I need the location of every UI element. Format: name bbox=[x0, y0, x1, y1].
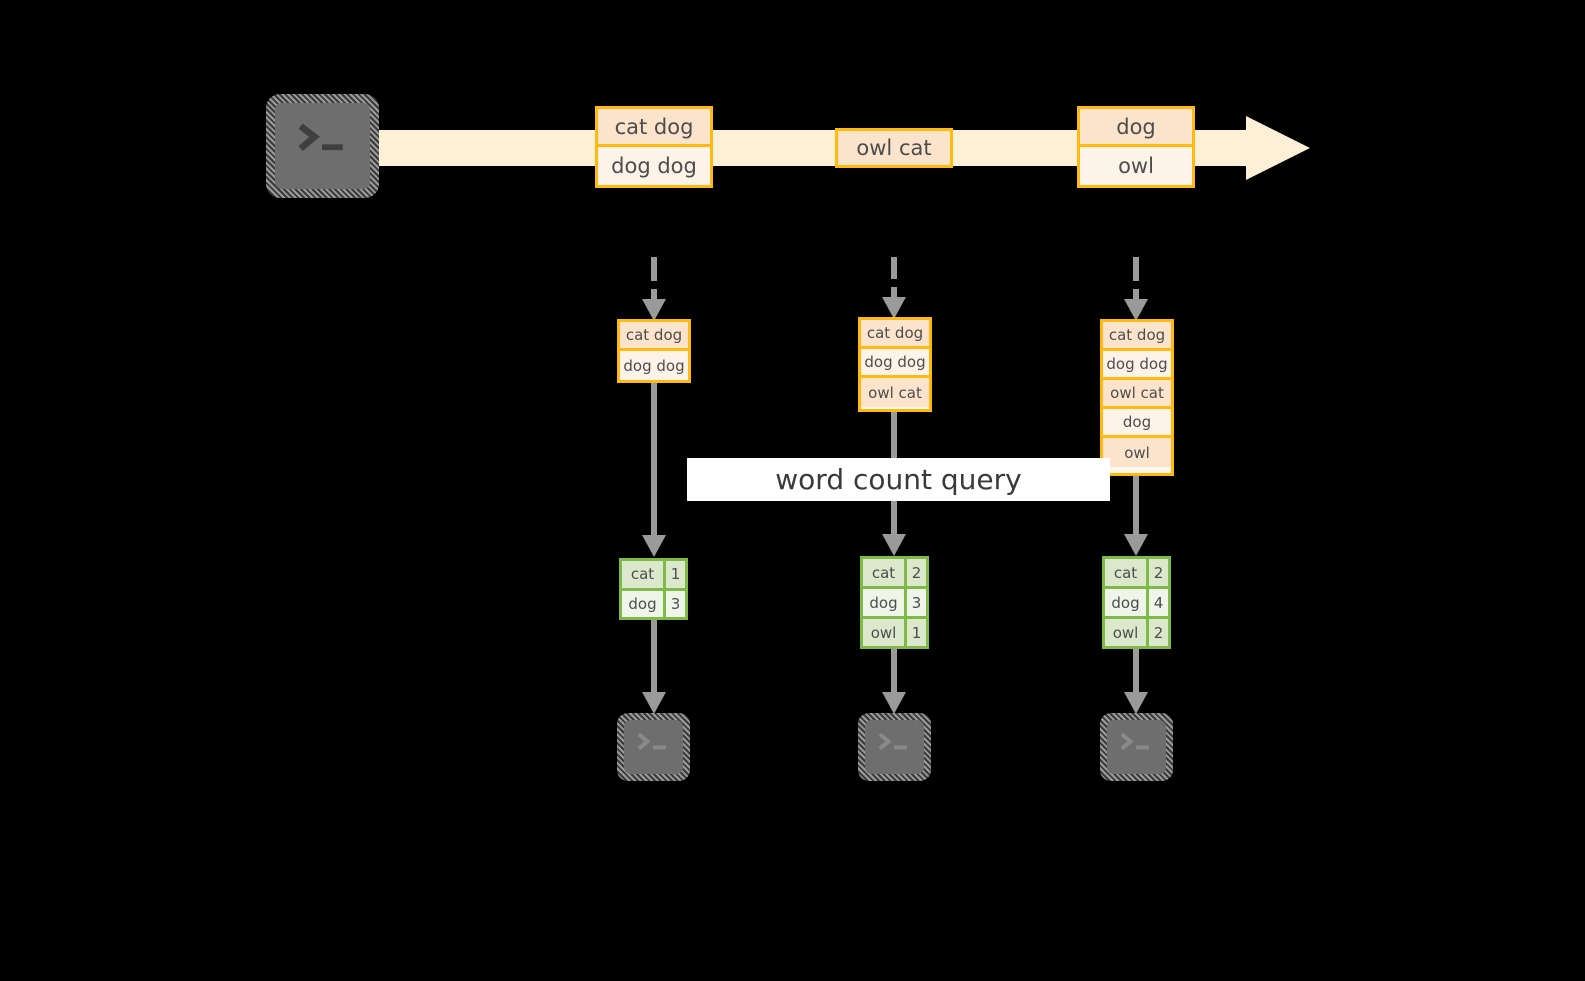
table-row: cat 2 bbox=[1105, 559, 1168, 589]
result-word: cat bbox=[1105, 559, 1149, 586]
table-row: cat 2 bbox=[863, 559, 926, 589]
snapshot-3-input-line: owl cat bbox=[1103, 380, 1171, 409]
snapshot-2-sink-arrow bbox=[882, 649, 906, 714]
result-count: 3 bbox=[911, 593, 922, 612]
source-terminal-icon bbox=[266, 94, 379, 198]
result-word: owl bbox=[1105, 619, 1149, 646]
stream-batch-2-line: owl cat bbox=[838, 131, 950, 165]
result-count: 4 bbox=[1153, 593, 1164, 612]
result-word: dog bbox=[863, 589, 907, 616]
stream-batch-3-line: dog bbox=[1080, 109, 1192, 147]
result-word: cat bbox=[863, 559, 907, 586]
stream-batch-2: owl cat bbox=[835, 128, 953, 168]
snapshot-2-input-line: owl cat bbox=[861, 378, 929, 407]
terminal-prompt-glyph bbox=[878, 732, 907, 751]
snapshot-2-feed-arrow bbox=[882, 257, 906, 319]
stream-batch-3: dog owl bbox=[1077, 106, 1195, 188]
snapshot-1-query-arrow bbox=[642, 383, 666, 557]
stream-batch-3-line: owl bbox=[1080, 147, 1192, 185]
snapshot-1-input-stack: cat dog dog dog bbox=[617, 319, 691, 383]
result-word: dog bbox=[1105, 589, 1149, 616]
table-row: dog 4 bbox=[1105, 589, 1168, 619]
stream-batch-1: cat dog dog dog bbox=[595, 106, 713, 188]
table-row: owl 1 bbox=[863, 619, 926, 646]
result-word: owl bbox=[863, 619, 907, 646]
snapshot-1-result-table: cat 1 dog 3 bbox=[619, 558, 688, 620]
snapshot-1-input-line: cat dog bbox=[620, 322, 688, 351]
table-row: owl 2 bbox=[1105, 619, 1168, 646]
result-count: 3 bbox=[670, 594, 681, 613]
snapshot-2-input-line: dog dog bbox=[861, 349, 929, 378]
snapshot-3-input-line: dog dog bbox=[1103, 351, 1171, 380]
snapshot-1-sink-terminal-icon bbox=[617, 713, 690, 781]
stream-batch-1-line: dog dog bbox=[598, 147, 710, 185]
result-count: 1 bbox=[911, 623, 922, 642]
terminal-prompt-glyph bbox=[1120, 732, 1149, 751]
snapshot-3-sink-terminal-icon bbox=[1100, 713, 1173, 781]
stream-batch-1-line: cat dog bbox=[598, 109, 710, 147]
result-count: 2 bbox=[1153, 623, 1164, 642]
snapshot-3-query-arrow bbox=[1124, 476, 1148, 556]
snapshot-3-input-stack: cat dog dog dog owl cat dog owl bbox=[1100, 319, 1174, 476]
snapshot-2-result-table: cat 2 dog 3 owl 1 bbox=[860, 556, 929, 649]
result-count: 2 bbox=[911, 563, 922, 582]
snapshot-3-feed-arrow bbox=[1124, 257, 1148, 321]
table-row: dog 3 bbox=[622, 590, 685, 617]
snapshot-2-input-stack: cat dog dog dog owl cat bbox=[858, 317, 932, 412]
table-row: cat 1 bbox=[622, 561, 685, 591]
snapshot-3-input-line: dog bbox=[1103, 409, 1171, 438]
table-row: dog 3 bbox=[863, 589, 926, 619]
terminal-prompt-glyph bbox=[637, 732, 666, 751]
snapshot-2-input-line: cat dog bbox=[861, 320, 929, 349]
result-count: 2 bbox=[1153, 563, 1164, 582]
result-count: 1 bbox=[670, 565, 681, 584]
snapshot-1-feed-arrow bbox=[642, 257, 666, 321]
result-word: cat bbox=[622, 561, 666, 588]
snapshot-1-input-line: dog dog bbox=[620, 351, 688, 380]
result-word: dog bbox=[622, 590, 666, 617]
terminal-prompt-glyph bbox=[298, 123, 343, 152]
snapshot-1-sink-arrow bbox=[642, 620, 666, 714]
snapshot-3-input-line: cat dog bbox=[1103, 322, 1171, 351]
snapshot-3-result-table: cat 2 dog 4 owl 2 bbox=[1102, 556, 1171, 649]
snapshot-3-sink-arrow bbox=[1124, 649, 1148, 714]
snapshot-3-input-line: owl bbox=[1103, 438, 1171, 467]
snapshot-2-sink-terminal-icon bbox=[858, 713, 931, 781]
word-count-query-label: word count query bbox=[687, 458, 1110, 501]
